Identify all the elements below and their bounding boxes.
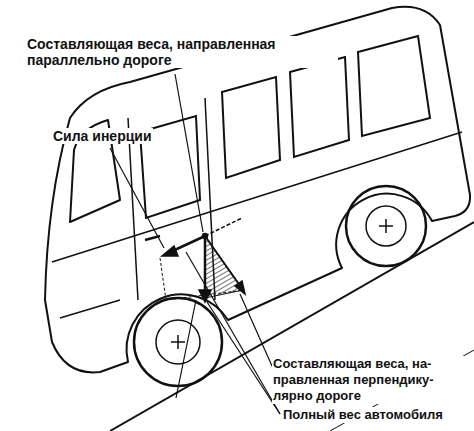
frame-line <box>160 258 245 300</box>
force-label: Полный вес автомобиля <box>282 407 444 423</box>
leader-line <box>207 302 280 414</box>
door-line <box>128 118 138 300</box>
perpendicular-arrow <box>205 236 243 290</box>
force-label: Сила инерции <box>52 128 153 144</box>
inertia-arrow <box>205 218 242 236</box>
leader-line <box>175 74 203 232</box>
component-label: Составляющая веса, на- правленная перпен… <box>272 356 470 404</box>
wheel-centre <box>379 219 393 233</box>
side-window <box>290 57 349 157</box>
centre-of-gravity <box>203 234 208 239</box>
component-label: Составляющая веса, направленная параллел… <box>26 36 338 68</box>
side-window <box>222 77 280 178</box>
leader-line <box>176 300 196 398</box>
road-line <box>110 222 474 431</box>
wheel-rim <box>366 206 406 246</box>
bumper-line <box>60 300 120 318</box>
leader-line <box>240 294 272 366</box>
side-window <box>358 36 430 136</box>
leader-line <box>186 252 280 414</box>
wheel-rim <box>156 320 200 364</box>
front-wheel <box>134 298 222 386</box>
leader-lines <box>110 74 280 414</box>
leader-line <box>110 148 164 248</box>
rear-wheel <box>346 186 426 266</box>
arrow-head <box>235 281 245 294</box>
wheel-centre <box>171 335 185 349</box>
